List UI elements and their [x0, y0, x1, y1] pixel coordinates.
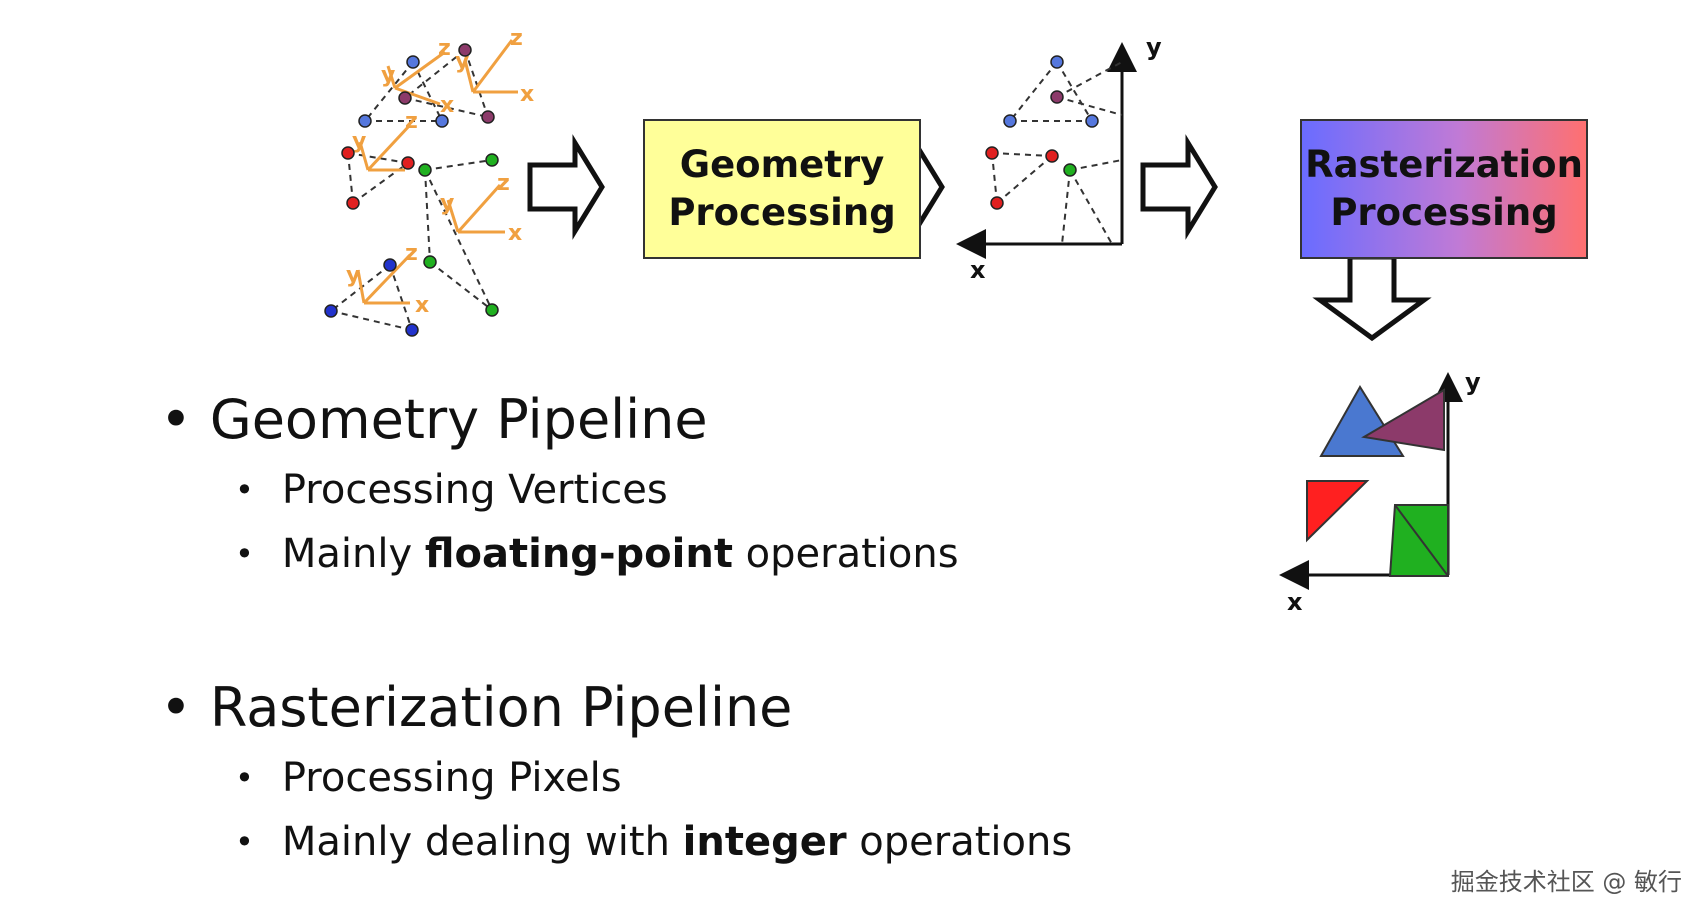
- red-triangle: [1306, 480, 1370, 543]
- arrow-right-3: [1140, 134, 1218, 240]
- bullet: •: [235, 471, 254, 509]
- watermark: 掘金技术社区 @ 敏行: [1450, 868, 1682, 896]
- local-z-label-5: z: [405, 241, 418, 266]
- geometry-item-2-post: operations: [732, 531, 959, 577]
- geometry-box-line-2: Processing: [668, 191, 896, 234]
- geometry-processing-box: Geometry Processing: [643, 119, 921, 259]
- bullet: •: [235, 823, 254, 861]
- local-x-label-2: x: [520, 82, 534, 107]
- geometry-pipeline-title: Geometry Pipeline: [209, 388, 708, 451]
- rasterization-item-2-post: operations: [846, 819, 1073, 865]
- local-y-label-5: y: [346, 263, 360, 288]
- bullet: •: [235, 535, 254, 573]
- rasterization-item-2: • Mainly dealing with integer operations: [235, 819, 1072, 865]
- rasterization-box-line-1: Rasterization: [1305, 142, 1583, 186]
- raster-axis-x-label: x: [1287, 588, 1303, 616]
- geometry-item-2-bold: floating-point: [424, 531, 733, 577]
- geometry-item-1-text: Processing Vertices: [281, 467, 668, 513]
- bullet: •: [160, 388, 192, 451]
- local-y-label-4: y: [440, 191, 454, 216]
- local-x-label-5: x: [415, 293, 429, 318]
- input-vertices-cluster: y z x y z x y z y z x y z x: [324, 26, 534, 337]
- rasterization-pipeline-section: • Rasterization Pipeline • Processing Pi…: [160, 676, 1072, 865]
- arrow-down: [1312, 254, 1432, 342]
- geometry-pipeline-section: • Geometry Pipeline • Processing Vertice…: [160, 388, 959, 577]
- rasterization-item-2-bold: integer: [682, 819, 847, 865]
- geometry-pipeline-heading: • Geometry Pipeline: [160, 388, 959, 451]
- rasterization-box-line-2: Processing: [1330, 191, 1558, 234]
- mid-axis-x-label: x: [970, 256, 986, 284]
- purple-triangle: [1361, 388, 1445, 452]
- raster-axis-y-label: y: [1465, 368, 1481, 396]
- rasterization-item-1-text: Processing Pixels: [281, 755, 622, 801]
- local-z-label-2: z: [510, 26, 523, 51]
- geometry-item-1: • Processing Vertices: [235, 467, 959, 513]
- rasterized-triangles-plot: y x: [1279, 368, 1481, 616]
- local-x-label-4: x: [508, 221, 522, 246]
- rasterization-pipeline-title: Rasterization Pipeline: [209, 676, 793, 739]
- geometry-item-2: • Mainly floating-point operations: [235, 531, 959, 577]
- rasterization-item-2-pre: Mainly dealing with: [281, 819, 683, 865]
- mid-axis-y-label: y: [1146, 33, 1162, 61]
- local-z-label-1: z: [438, 36, 451, 61]
- local-z-label-3: z: [405, 109, 418, 134]
- bullet: •: [160, 676, 192, 739]
- arrow-right-1: [527, 134, 605, 240]
- rasterization-processing-box: Rasterization Processing: [1300, 119, 1588, 259]
- projected-vertices-plot: y x: [956, 33, 1162, 284]
- rasterization-item-1: • Processing Pixels: [235, 755, 1072, 801]
- local-y-label-3: y: [352, 129, 366, 154]
- local-x-label-1: x: [440, 93, 454, 118]
- local-z-label-4: z: [497, 171, 510, 196]
- rasterization-pipeline-heading: • Rasterization Pipeline: [160, 676, 1072, 739]
- geometry-item-2-pre: Mainly: [281, 531, 425, 577]
- bullet: •: [235, 759, 254, 797]
- geometry-box-line-1: Geometry: [679, 142, 885, 186]
- local-y-label-1: y: [381, 63, 395, 88]
